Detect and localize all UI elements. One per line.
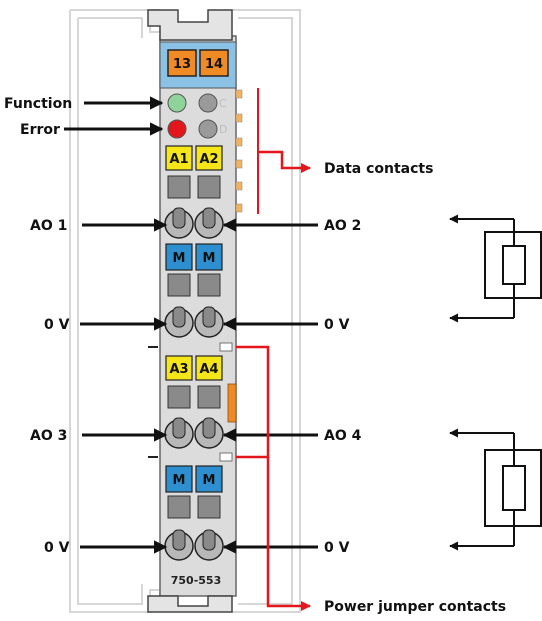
led-c <box>198 93 218 113</box>
marker-a3: A3 <box>165 355 193 381</box>
ao4-label: AO 4 <box>324 428 362 444</box>
marker-a4-text: A4 <box>199 362 218 377</box>
push-slot <box>197 175 221 199</box>
clamp-0v-right <box>194 306 224 338</box>
push-slot <box>167 273 191 297</box>
marker-m-text: M <box>173 251 186 266</box>
marker-a2: A2 <box>195 145 223 171</box>
marker-m: M <box>195 243 223 271</box>
data-contacts-label: Data contacts <box>324 161 433 177</box>
power-jumper-bracket <box>236 345 311 611</box>
zero-v-label-right-1: 0 V <box>324 317 350 333</box>
function-led <box>167 93 187 113</box>
power-jumper-label: Power jumper contacts <box>324 599 506 615</box>
carrier-outline <box>69 9 301 613</box>
marker-a4: A4 <box>195 355 223 381</box>
marker-a1: A1 <box>165 145 193 171</box>
marker-m: M <box>195 465 223 493</box>
push-slot <box>197 495 221 519</box>
push-slot <box>197 273 221 297</box>
marker-a2-text: A2 <box>199 152 218 167</box>
marker-m-text: M <box>173 473 186 488</box>
top-marker-14-text: 14 <box>205 57 223 72</box>
top-marker-14: 14 <box>199 49 229 77</box>
ao3-label: AO 3 <box>30 428 67 444</box>
model-number: 750-553 <box>171 574 222 587</box>
led-d <box>198 119 218 139</box>
zero-v-label-left-2: 0 V <box>44 540 70 556</box>
marker-a3-text: A3 <box>169 362 188 377</box>
push-slot <box>167 495 191 519</box>
data-contacts-bracket <box>257 88 311 214</box>
marker-m-text: M <box>203 473 216 488</box>
marker-m: M <box>165 465 193 493</box>
led-d-letter: D <box>219 123 227 136</box>
marker-a1-text: A1 <box>169 152 188 167</box>
push-slot <box>167 385 191 409</box>
marker-m: M <box>165 243 193 271</box>
ao1-label: AO 1 <box>30 218 67 234</box>
load-resistor-2 <box>449 428 542 551</box>
led-c-letter: C <box>219 97 227 110</box>
ao2-label: AO 2 <box>324 218 361 234</box>
marker-m-text: M <box>203 251 216 266</box>
io-module <box>147 9 243 613</box>
load-resistor-1 <box>449 214 542 323</box>
error-led <box>167 119 187 139</box>
push-slot <box>167 175 191 199</box>
top-marker-13: 13 <box>167 49 197 77</box>
function-label: Function <box>4 96 72 112</box>
zero-v-label-right-2: 0 V <box>324 540 350 556</box>
error-label: Error <box>20 122 60 138</box>
push-slot <box>197 385 221 409</box>
clamp-ao2 <box>194 207 224 239</box>
top-marker-13-text: 13 <box>173 57 191 72</box>
clamp-ao1 <box>164 207 194 239</box>
zero-v-label-left-1: 0 V <box>44 317 70 333</box>
